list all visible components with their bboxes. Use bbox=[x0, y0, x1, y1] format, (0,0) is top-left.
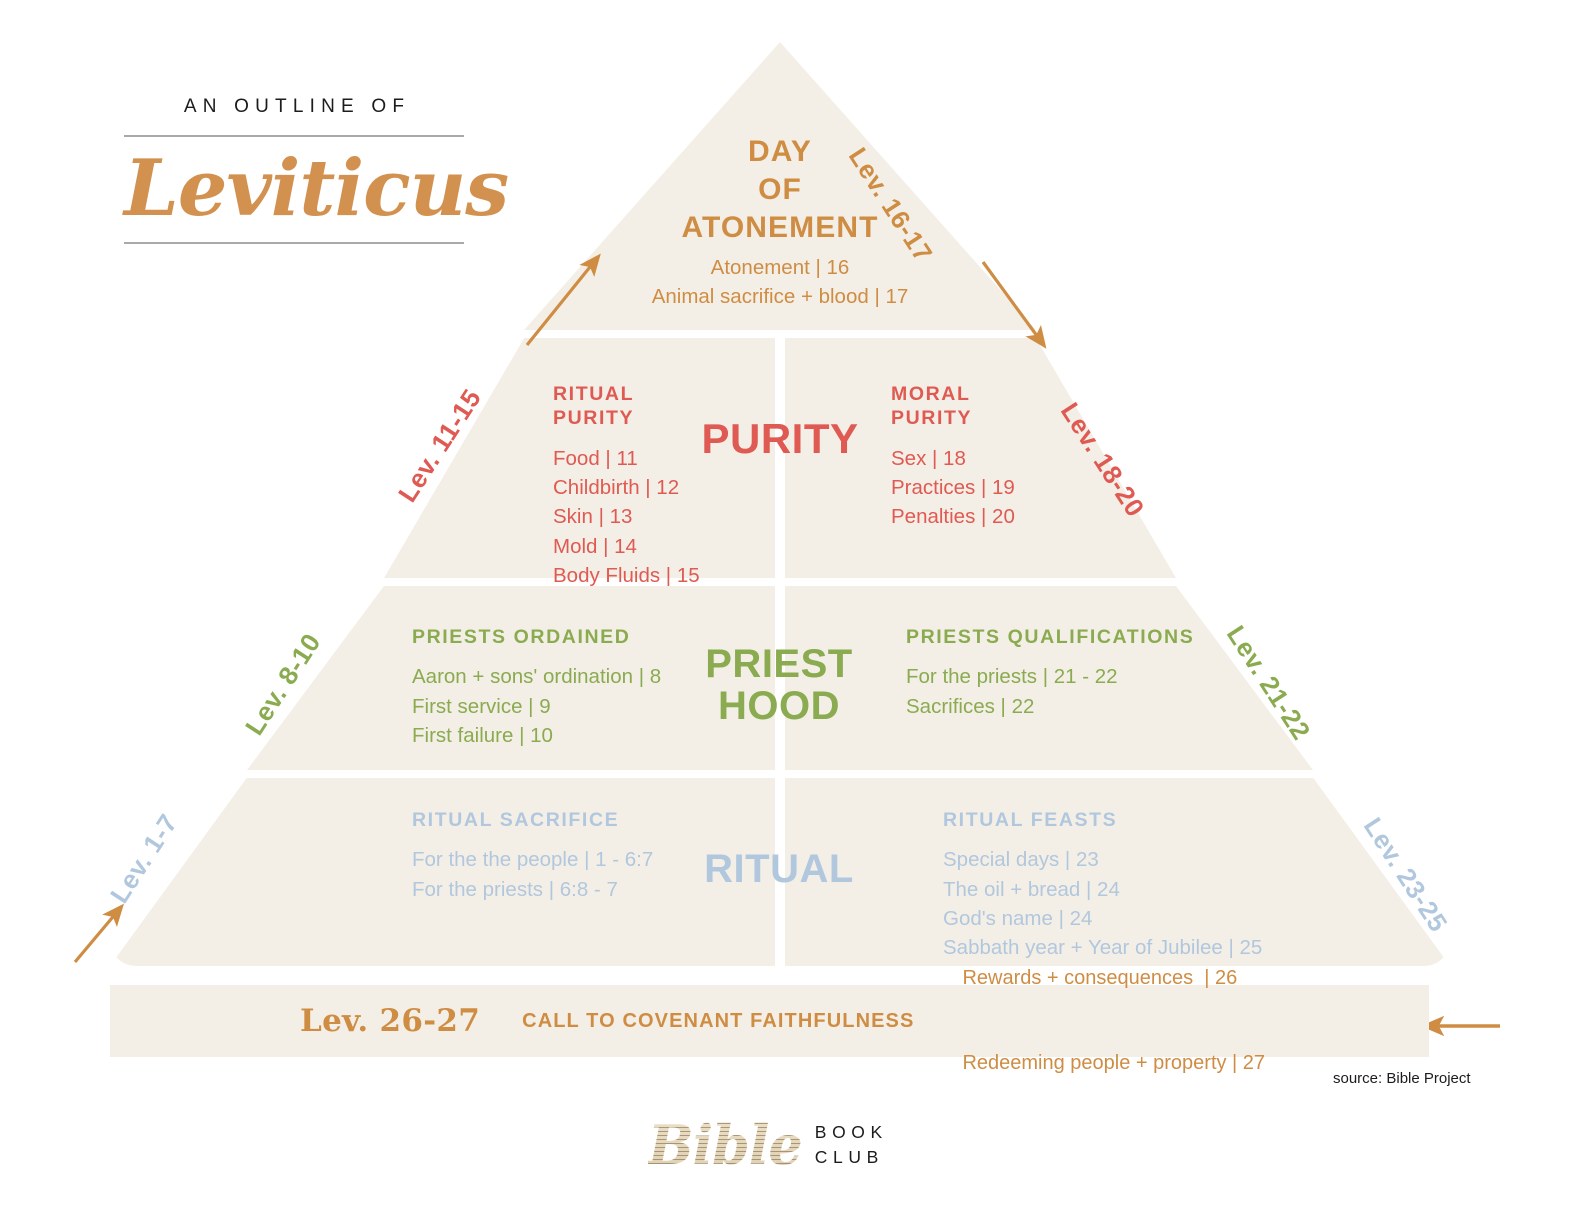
bottom-bar-heading: CALL TO COVENANT FAITHFULNESS bbox=[522, 1009, 915, 1032]
arrow-down-right-from-apex-icon bbox=[981, 261, 1047, 349]
bottom-bar-list: Rewards + consequences | 26 Redeeming pe… bbox=[962, 907, 1265, 1134]
atonement-label-line-1: DAY bbox=[748, 135, 812, 168]
purity-ritual-list: Food | 11 Childbirth | 12 Skin | 13 Mold… bbox=[553, 444, 763, 591]
list-item: Skin | 13 bbox=[553, 505, 633, 529]
list-item: Sex | 18 bbox=[891, 446, 966, 470]
source-credit: source: Bible Project bbox=[1333, 1070, 1471, 1087]
list-item: First service | 9 bbox=[412, 694, 551, 718]
heading-line-1: RITUAL bbox=[553, 383, 635, 405]
purity-ritual-column: RITUAL PURITY Food | 11 Childbirth | 12 … bbox=[553, 382, 763, 590]
priesthood-ordained-column: PRIESTS ORDAINED Aaron + sons' ordinatio… bbox=[412, 625, 742, 750]
title-rule-bottom bbox=[124, 242, 464, 245]
logo-subtext: BOOK CLUB bbox=[815, 1120, 888, 1171]
ritual-feasts-list: Special days | 23 The oil + bread | 24 G… bbox=[943, 845, 1343, 962]
logo-subtext-line-2: CLUB bbox=[814, 1147, 884, 1167]
ritual-feasts-heading: RITUAL FEASTS bbox=[943, 809, 1118, 831]
priesthood-qualifications-heading: PRIESTS QUALIFICATIONS bbox=[906, 626, 1195, 648]
list-item: Childbirth | 12 bbox=[553, 476, 680, 500]
list-item: Sacrifices | 22 bbox=[906, 694, 1035, 718]
list-item: Atonement | 16 bbox=[710, 256, 850, 279]
heading-line-1: MORAL bbox=[891, 383, 971, 405]
divider-purity-center bbox=[775, 338, 785, 578]
title-block: AN OUTLINE OF Leviticus bbox=[124, 96, 509, 245]
list-item: Practices | 19 bbox=[891, 476, 1015, 500]
list-item: Rewards + consequences | 26 bbox=[962, 967, 1238, 990]
title-rule-top bbox=[124, 135, 464, 137]
list-item: The oil + bread | 24 bbox=[943, 877, 1120, 901]
divider-ritual-center bbox=[775, 778, 785, 966]
heading-line-2: PURITY bbox=[891, 407, 973, 430]
logo-subtext-line-1: BOOK bbox=[814, 1121, 888, 1142]
list-item: Animal sacrifice + blood | 17 bbox=[651, 285, 909, 309]
arrow-up-right-to-base-icon bbox=[73, 903, 124, 964]
list-item: Mold | 14 bbox=[553, 534, 637, 558]
list-item: Special days | 23 bbox=[943, 848, 1099, 872]
eyebrow-text: AN OUTLINE OF bbox=[183, 96, 411, 117]
footer-logo: Bible BOOK CLUB bbox=[648, 1118, 888, 1172]
list-item: God's name | 24 bbox=[943, 907, 1093, 930]
purity-ritual-heading: RITUAL PURITY bbox=[553, 382, 763, 431]
list-item: For the priests | 21 - 22 bbox=[906, 665, 1118, 689]
list-item: Sabbath year + Year of Jubilee | 25 bbox=[943, 936, 1263, 960]
tier-atonement bbox=[524, 42, 1036, 330]
ritual-sacrifice-column: RITUAL SACRIFICE For the the people | 1 … bbox=[412, 808, 712, 904]
list-item: Body Fluids | 15 bbox=[553, 564, 700, 587]
divider-priesthood-center bbox=[775, 586, 785, 770]
list-item: Aaron + sons' ordination | 8 bbox=[412, 665, 662, 689]
atonement-label-line-2: OF bbox=[758, 172, 802, 206]
heading-line-2: PURITY bbox=[553, 407, 635, 430]
ritual-sacrifice-list: For the the people | 1 - 6:7 For the pri… bbox=[412, 845, 712, 904]
priesthood-ordained-heading: PRIESTS ORDAINED bbox=[412, 626, 631, 648]
list-item: First failure | 10 bbox=[412, 724, 553, 747]
priesthood-center-label: PRIEST HOOD bbox=[648, 643, 910, 727]
bottom-bar-range: Lev. 26-27 bbox=[300, 1003, 481, 1039]
priesthood-qualifications-column: PRIESTS QUALIFICATIONS For the priests |… bbox=[906, 625, 1266, 721]
purity-moral-column: MORAL PURITY Sex | 18 Practices | 19 Pen… bbox=[891, 382, 1121, 532]
bottom-bar: Lev. 26-27 CALL TO COVENANT FAITHFULNESS… bbox=[110, 967, 1429, 1074]
ritual-center-label: RITUAL bbox=[704, 847, 854, 891]
purity-moral-heading: MORAL PURITY bbox=[891, 382, 1121, 431]
page-title: Leviticus bbox=[124, 143, 509, 234]
list-item: Food | 11 bbox=[553, 446, 638, 470]
list-item: For the priests | 6:8 - 7 bbox=[412, 877, 618, 901]
atonement-label-line-3: ATONEMENT bbox=[681, 210, 879, 244]
atonement-center-label: DAY OF ATONEMENT bbox=[620, 133, 940, 246]
list-item: Penalties | 20 bbox=[891, 505, 1015, 529]
arrow-up-right-to-apex-icon bbox=[525, 253, 601, 347]
priesthood-label-line-2: HOOD bbox=[718, 684, 840, 728]
priesthood-label-line-1: PRIEST bbox=[705, 642, 853, 686]
ritual-sacrifice-heading: RITUAL SACRIFICE bbox=[412, 809, 620, 831]
ritual-feasts-column: RITUAL FEASTS Special days | 23 The oil … bbox=[943, 808, 1343, 963]
atonement-item-list: Atonement | 16 Animal sacrifice + blood … bbox=[600, 253, 960, 311]
purity-moral-list: Sex | 18 Practices | 19 Penalties | 20 bbox=[891, 444, 1121, 532]
logo-wordmark: Bible bbox=[648, 1113, 802, 1177]
list-item: For the the people | 1 - 6:7 bbox=[412, 848, 654, 872]
priesthood-ordained-list: Aaron + sons' ordination | 8 First servi… bbox=[412, 662, 742, 750]
priesthood-qualifications-list: For the priests | 21 - 22 Sacrifices | 2… bbox=[906, 662, 1266, 721]
purity-center-label: PURITY bbox=[701, 415, 859, 462]
list-item: Redeeming people + property | 27 bbox=[962, 1052, 1266, 1075]
